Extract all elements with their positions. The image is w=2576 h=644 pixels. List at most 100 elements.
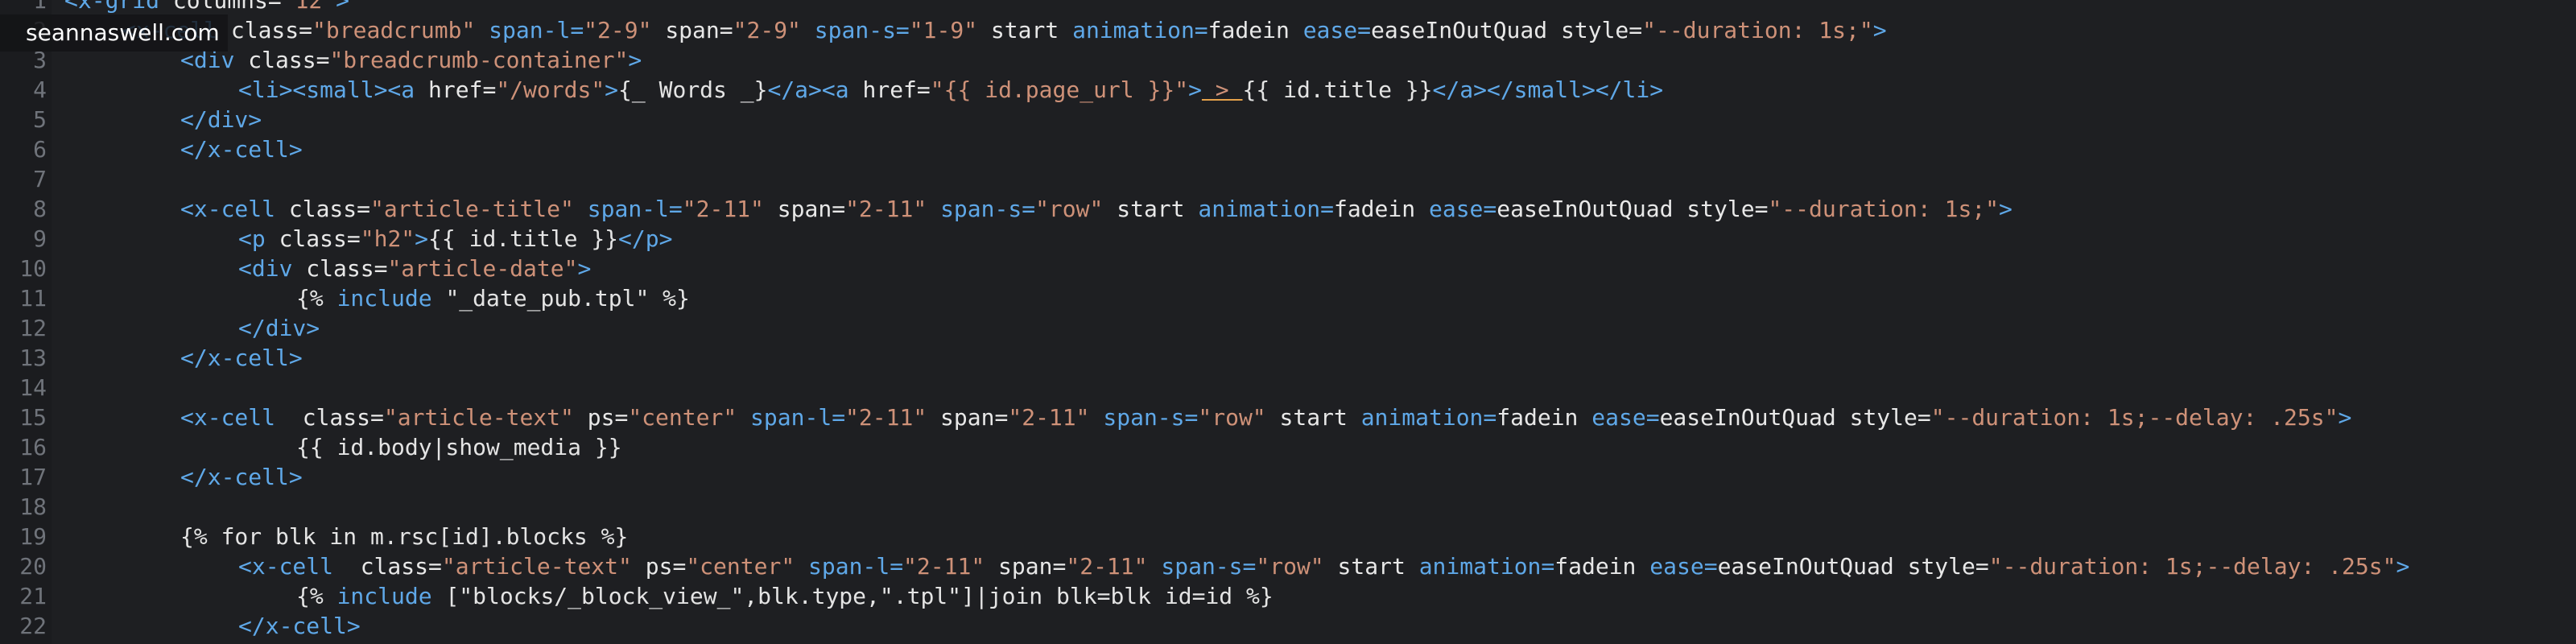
code-token: > xyxy=(2338,404,2352,431)
code-line[interactable]: 11{% include "_date_pub.tpl" %} xyxy=(0,283,2576,313)
code-text[interactable]: {% for blk in m.rsc[id].blocks %} xyxy=(180,522,628,551)
code-token: <li><small><a xyxy=(238,76,429,103)
code-line[interactable]: 20<x-cell class="article-text" ps="cente… xyxy=(0,551,2576,581)
line-number: 12 xyxy=(19,315,47,341)
code-text[interactable]: {% include "_date_pub.tpl" %} xyxy=(296,283,690,313)
line-number: 3 xyxy=(33,47,47,73)
code-text[interactable]: <x-cell class="breadcrumb" span-l="2-9" … xyxy=(122,15,1887,45)
code-line[interactable]: 1 <x-grid columns="12"> xyxy=(0,0,2576,15)
code-line[interactable]: 21 {% include ["blocks/_block_view_",blk.… xyxy=(0,581,2576,611)
code-token: start xyxy=(1265,404,1361,431)
code-token: > xyxy=(1201,76,1243,103)
code-token: "--duration: 1s;" xyxy=(1768,196,2000,222)
code-token: "2-9" xyxy=(733,17,801,43)
code-line[interactable]: 14 xyxy=(0,373,2576,402)
code-line[interactable]: 22</x-cell> xyxy=(0,611,2576,641)
code-line[interactable]: 4<li><small><a href="/words">{_ Words _}… xyxy=(0,75,2576,105)
code-token: class= xyxy=(302,404,384,431)
code-token: class= xyxy=(230,17,313,43)
code-token: ["blocks/_block_view_",blk.type,".tpl"]|… xyxy=(445,583,1274,609)
code-line[interactable]: 5</div> xyxy=(0,105,2576,134)
code-line[interactable]: 2<x-cell class="breadcrumb" span-l="2-9"… xyxy=(0,15,2576,45)
code-text[interactable]: <li><small><a href="/words">{_ Words _}<… xyxy=(238,75,1663,105)
code-token: </a><a xyxy=(767,76,863,103)
code-token: "h2" xyxy=(360,225,415,252)
code-token: fadein xyxy=(1208,17,1303,43)
line-number: 21 xyxy=(19,583,47,609)
code-token: "article-title" xyxy=(370,196,574,222)
code-token: span-s= xyxy=(1089,404,1199,431)
code-text[interactable]: <x-cell class="article-text" ps="center"… xyxy=(180,402,2351,432)
code-line[interactable]: 10<div class="article-date"> xyxy=(0,254,2576,283)
code-token: <p xyxy=(238,225,279,252)
code-line[interactable]: 18 xyxy=(0,492,2576,522)
code-token: > xyxy=(415,225,429,252)
code-token: > xyxy=(1188,76,1202,103)
code-token: "/words" xyxy=(496,76,605,103)
code-line[interactable]: 12 </div> xyxy=(0,313,2576,343)
code-token: </div> xyxy=(180,106,262,133)
code-token: start xyxy=(1103,196,1199,222)
code-text[interactable]: <div class="article-date"> xyxy=(238,254,591,283)
code-line[interactable]: 7 xyxy=(0,164,2576,194)
code-token: > xyxy=(1999,196,2013,222)
code-token: span-l= xyxy=(475,17,584,43)
code-token: span= xyxy=(927,404,1009,431)
code-text[interactable]: {{ id.body|show_media }} xyxy=(296,432,622,462)
line-number: 1 xyxy=(33,0,47,14)
code-token: <x-cell xyxy=(180,404,303,431)
code-token: "center" xyxy=(628,404,737,431)
code-line[interactable]: 13</x-cell> xyxy=(0,343,2576,373)
code-token: span-s= xyxy=(800,17,910,43)
code-line[interactable]: 15<x-cell class="article-text" ps="cente… xyxy=(0,402,2576,432)
code-line[interactable]: 9<p class="h2">{{ id.title }}</p> xyxy=(0,224,2576,254)
code-text[interactable]: <p class="h2">{{ id.title }}</p> xyxy=(238,224,672,254)
code-token: "2-11" xyxy=(903,553,985,580)
code-token: </x-cell> xyxy=(180,464,303,490)
code-token: "12" xyxy=(281,0,336,14)
line-number: 16 xyxy=(19,434,47,460)
code-text[interactable]: <x-cell class="article-text" ps="center"… xyxy=(238,551,2409,581)
code-text[interactable]: </x-cell> xyxy=(180,134,303,164)
code-token: span= xyxy=(763,196,846,222)
code-token: "--duration: 1s;--delay: .25s" xyxy=(1988,553,2396,580)
code-token: {% xyxy=(296,285,337,312)
code-token: ps= xyxy=(573,404,629,431)
code-line[interactable]: 17</x-cell> xyxy=(0,462,2576,492)
code-line[interactable]: 16 {{ id.body|show_media }} xyxy=(0,432,2576,462)
code-text[interactable]: <div class="breadcrumb-container"> xyxy=(180,45,642,75)
line-number: 14 xyxy=(19,374,47,401)
code-token: {% xyxy=(296,583,337,609)
code-line[interactable]: 8<x-cell class="article-title" span-l="2… xyxy=(0,194,2576,224)
code-token: span-l= xyxy=(737,404,846,431)
code-line[interactable]: 19{% for blk in m.rsc[id].blocks %} xyxy=(0,522,2576,551)
code-text[interactable]: </div> xyxy=(180,105,262,134)
code-line[interactable]: 3 <div class="breadcrumb-container"> xyxy=(0,45,2576,75)
code-token: {{ id.title }} xyxy=(428,225,619,252)
code-line[interactable]: 6</x-cell> xyxy=(0,134,2576,164)
code-token: include xyxy=(336,583,446,609)
code-token: "article-date" xyxy=(387,255,578,282)
code-text[interactable]: <x-grid columns="12"> xyxy=(64,0,349,15)
code-text[interactable]: </x-cell> xyxy=(238,611,361,641)
code-token: animation= xyxy=(1360,404,1497,431)
code-text[interactable]: </x-cell> xyxy=(180,462,303,492)
code-text[interactable]: </div> xyxy=(238,313,320,343)
code-token: "--duration: 1s;--delay: .25s" xyxy=(1930,404,2339,431)
code-text[interactable]: <x-cell class="article-title" span-l="2-… xyxy=(180,194,2013,224)
code-token: ease= xyxy=(1428,196,1497,222)
code-token: "_date_pub.tpl" %} xyxy=(445,285,690,312)
code-token: ps= xyxy=(631,553,687,580)
code-token: <x-cell xyxy=(238,553,361,580)
code-token: ease= xyxy=(1302,17,1371,43)
code-token: "article-text" xyxy=(383,404,574,431)
code-token: class= xyxy=(360,553,442,580)
code-token: "{{ id.page_url }}" xyxy=(930,76,1189,103)
code-token: easeInOutQuad xyxy=(1370,17,1561,43)
code-text[interactable]: </x-cell> xyxy=(180,343,303,373)
code-token: {_ Words _} xyxy=(618,76,768,103)
code-text[interactable]: {% include ["blocks/_block_view_",blk.ty… xyxy=(296,581,1274,611)
code-token: easeInOutQuad xyxy=(1717,553,1908,580)
